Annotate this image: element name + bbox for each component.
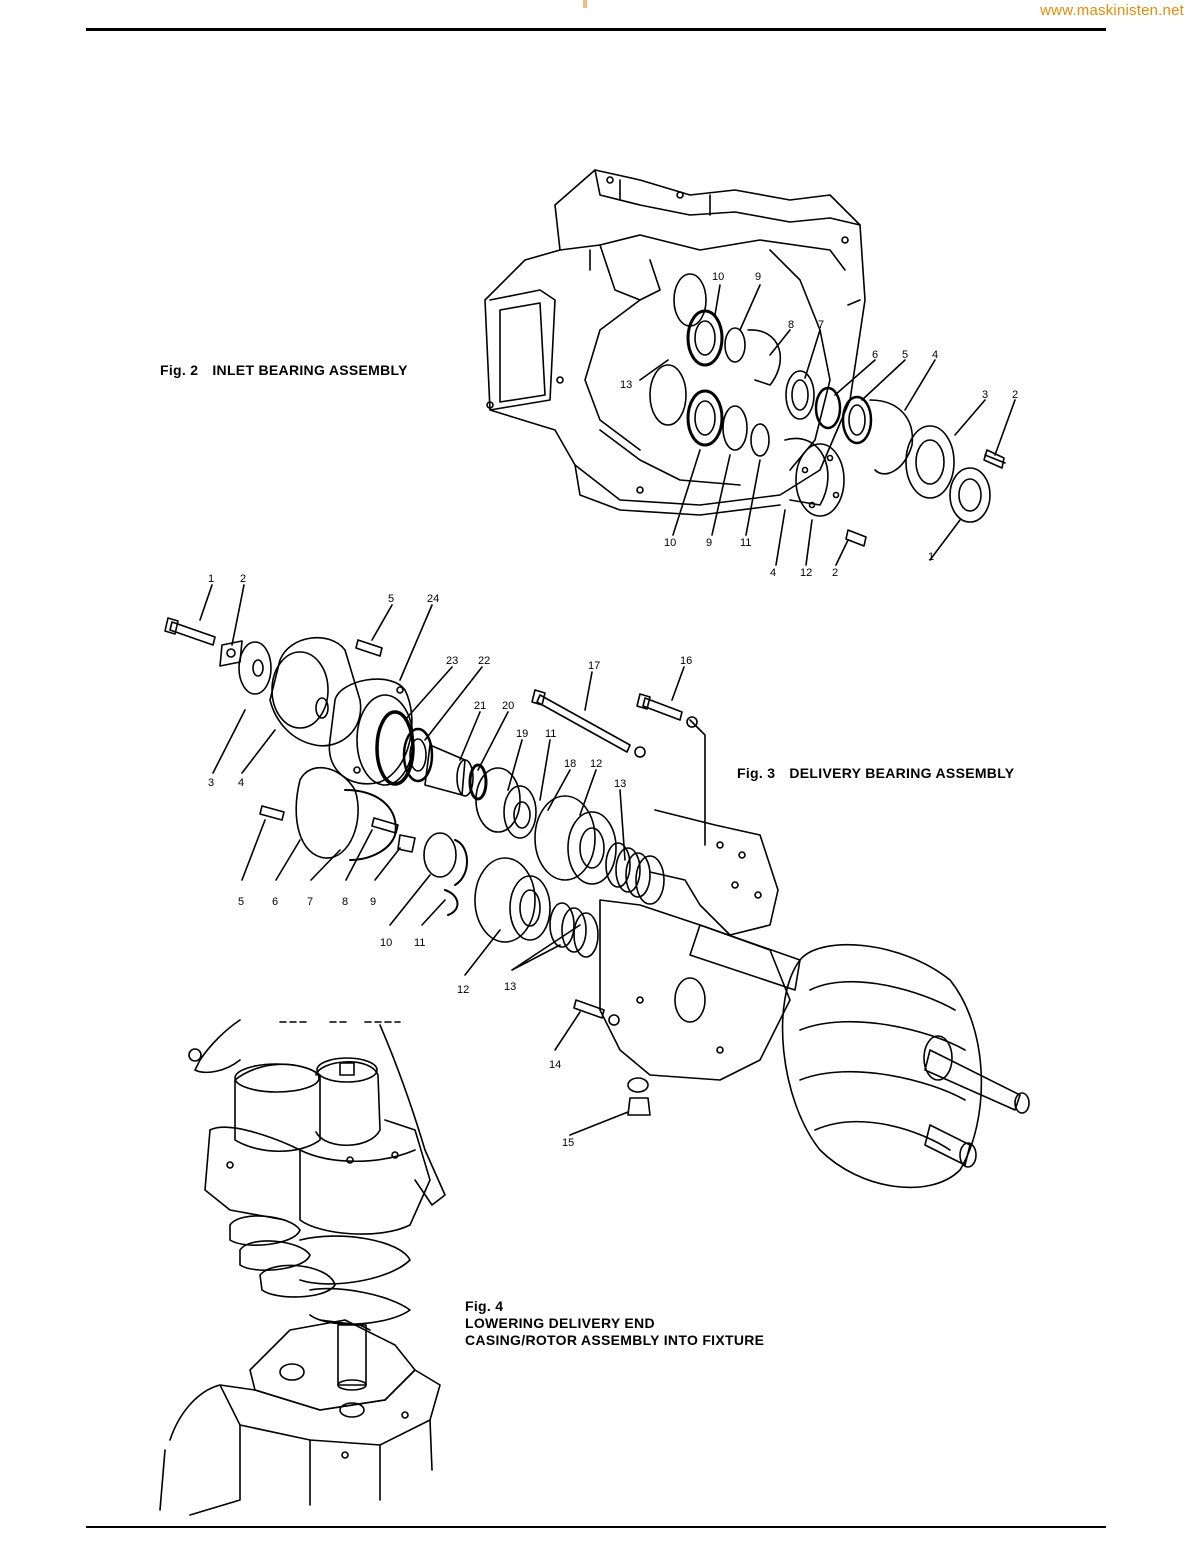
fig3-callout-22: 22 [478, 655, 490, 667]
fig3-upper-bearing-12 [535, 796, 595, 880]
fig3-callout-13b: 13 [504, 981, 516, 993]
fig3-callout-4: 4 [238, 777, 244, 789]
fig2-callout-11: 11 [740, 537, 751, 549]
fig3-callout-8: 8 [342, 896, 348, 908]
fig2-callout-8: 8 [788, 319, 794, 331]
fig3-callout-24: 24 [427, 593, 439, 605]
fig3-callout-21: 21 [474, 700, 486, 712]
fig3-plug-15 [628, 1098, 650, 1115]
fig2-callout-5: 5 [902, 349, 908, 361]
fig3-spacer-10 [424, 833, 456, 877]
fig3-callout-11a: 11 [545, 728, 556, 740]
fig3-callout-12b: 12 [457, 984, 469, 996]
fig4-motor-housing [235, 1064, 320, 1151]
fig3-rotor [690, 925, 1029, 1187]
fig3-callout-17: 17 [588, 660, 600, 672]
fig3-screw-5b [356, 640, 382, 656]
fig2-screw-lower [846, 530, 866, 546]
fig2-callout-4a: 4 [932, 349, 938, 361]
fig3-callout-10: 10 [380, 937, 392, 949]
fig2-callout-10b: 10 [664, 537, 676, 549]
fig4-shaft [338, 1325, 366, 1385]
fig2-callout-6: 6 [872, 349, 878, 361]
fig2-callout-12: 12 [800, 567, 812, 579]
fig3-tie-bolt-17 [532, 690, 630, 752]
fig3-washer-3 [239, 642, 271, 694]
fig3-callout-14: 14 [549, 1059, 561, 1071]
fig3-callout-5a: 5 [388, 593, 394, 605]
fig3-lower-spring-13 [550, 903, 598, 957]
fig3-callout-11b: 11 [414, 937, 425, 949]
fig3-cover-6 [296, 768, 358, 858]
fig2-callout-1: 1 [928, 551, 934, 563]
fig2-upper-bearing [688, 311, 990, 522]
fig3-casing-plate [650, 810, 778, 935]
fig4-drawing [160, 1020, 445, 1515]
fig2-callout-3: 3 [982, 389, 988, 401]
fig3-bolt-16 [637, 694, 682, 720]
fig3-flange-24 [329, 679, 412, 784]
fig3-callout-18: 18 [564, 758, 576, 770]
fig2-callout-10a: 10 [712, 271, 724, 283]
fig3-circlip-11 [445, 890, 457, 915]
fig2-callout-7: 7 [818, 319, 824, 331]
fig3-callout-3: 3 [208, 777, 214, 789]
fig3-cover-4 [270, 638, 361, 746]
fig3-lower-bearing-12 [475, 858, 535, 942]
fig3-callout-2: 2 [240, 573, 246, 585]
fig2-callout-9b: 9 [706, 537, 712, 549]
fig3-drawing: 1 2 5 24 23 22 17 16 21 20 19 11 18 12 1… [165, 573, 1029, 1187]
fig3-callout-16: 16 [680, 655, 692, 667]
fig3-washer-15 [628, 1078, 648, 1092]
fig2-screw-upper [984, 450, 1005, 468]
fig2-drawing: 10 9 8 7 6 5 4 3 2 13 10 9 11 4 12 2 1 [485, 170, 1018, 579]
fig3-washer-9 [398, 835, 415, 852]
fig3-callout-13a: 13 [614, 778, 626, 790]
fig3-screw-5a [260, 806, 284, 820]
fig3-washer-19 [476, 768, 520, 832]
fig3-callout-7: 7 [307, 896, 313, 908]
fig3-callout-19: 19 [516, 728, 528, 740]
fig3-callout-9: 9 [370, 896, 376, 908]
fig3-callout-1: 1 [208, 573, 214, 585]
fig2-callout-2a: 2 [1012, 389, 1018, 401]
fig3-callout-12a: 12 [590, 758, 602, 770]
fig2-callout-9a: 9 [755, 271, 761, 283]
fig2-callout-13: 13 [620, 379, 632, 391]
fig3-callout-20: 20 [502, 700, 514, 712]
fig2-callout-2b: 2 [832, 567, 838, 579]
fig3-callout-6: 6 [272, 896, 278, 908]
fig2-callout-4b: 4 [770, 567, 776, 579]
fig3-callout-23: 23 [446, 655, 458, 667]
fig3-callout-5b: 5 [238, 896, 244, 908]
fig3-callout-15: 15 [562, 1137, 574, 1149]
fig3-bolt-1 [165, 618, 215, 645]
